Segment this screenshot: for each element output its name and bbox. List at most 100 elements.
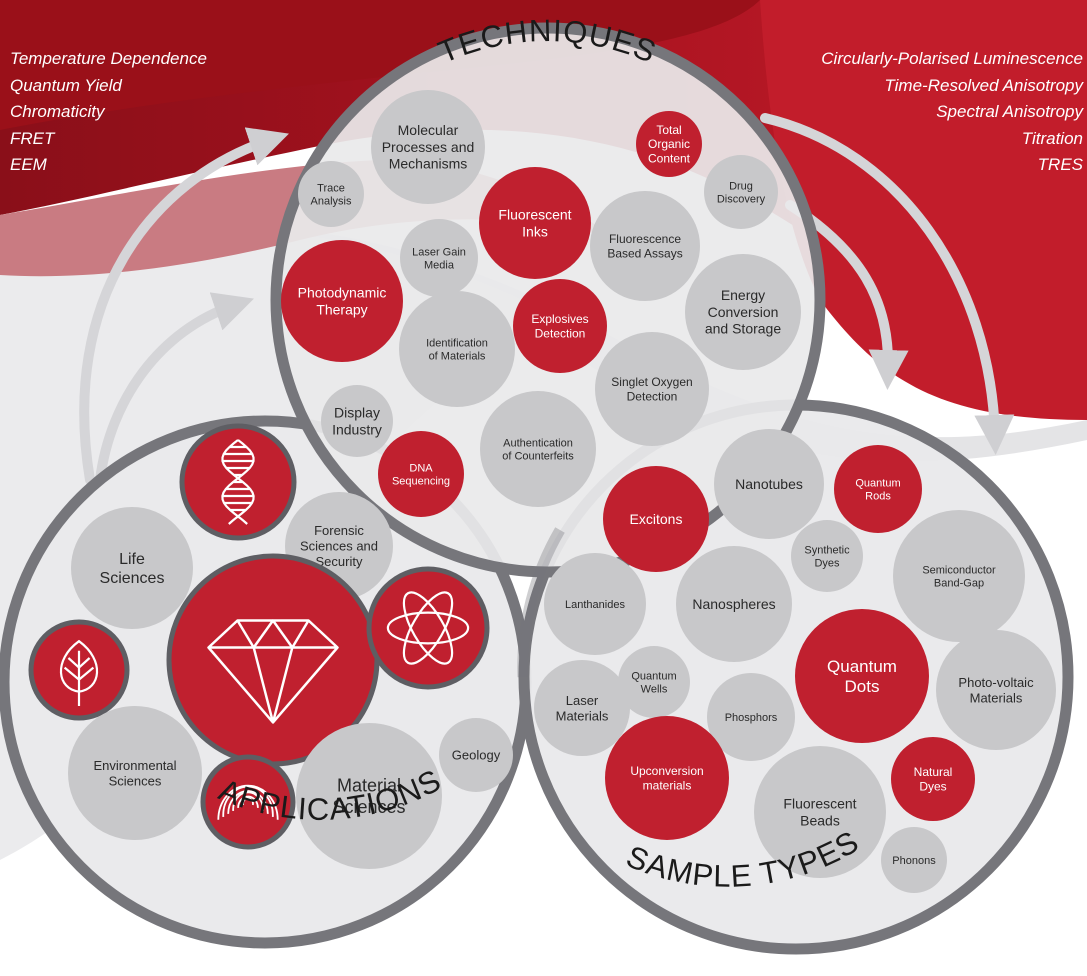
bubble-label-line: Fluorescent: [783, 796, 856, 812]
bubble-circle: [618, 646, 690, 718]
bubble-circle: [595, 332, 709, 446]
bubble-label-line: Quantum: [855, 477, 900, 489]
bubble-label-line: Dots: [845, 677, 880, 696]
bubble-circle: [366, 566, 490, 690]
bubble-circle: [936, 630, 1056, 750]
atom-bubble: [366, 566, 490, 690]
bubble-circle: [636, 111, 702, 177]
bubble-label-line: Sequencing: [392, 475, 450, 487]
bubble-label-line: Processes and: [382, 139, 475, 155]
bubble-label-line: Sciences: [100, 570, 165, 587]
bubble-circle: [590, 191, 700, 301]
bubble-label-line: Geology: [452, 748, 501, 763]
bubble-label-line: Conversion: [708, 304, 779, 320]
bubble-label: Nanospheres: [692, 596, 775, 612]
bubble-label-line: Rods: [865, 490, 891, 502]
bubble-label-line: and Storage: [705, 321, 781, 337]
bubble-circle: [795, 609, 929, 743]
right-list-item: Spectral Anisotropy: [936, 102, 1083, 121]
left-list-item: EEM: [10, 155, 47, 174]
bubble-label-line: of Counterfeits: [502, 450, 574, 462]
left-list-item: FRET: [10, 128, 55, 148]
bubble-circle: [513, 279, 607, 373]
bubble-label-line: Dyes: [919, 779, 946, 793]
bubble-label-line: Laser: [566, 693, 599, 708]
bubble-circle: [754, 746, 886, 878]
bubble-label-line: Detection: [627, 389, 678, 403]
bubble-label-line: Laser Gain: [412, 246, 466, 258]
bubble-circle: [714, 429, 824, 539]
bubble-label-line: Synthetic: [804, 544, 850, 556]
bubble-circle: [791, 520, 863, 592]
bubble-circle: [603, 466, 709, 572]
right-list-item: Circularly-Polarised Luminescence: [821, 49, 1083, 68]
bubble-label-line: Nanospheres: [692, 596, 775, 612]
bubble-circle: [298, 161, 364, 227]
bubble-label-line: DNA: [409, 462, 433, 474]
bubble-label-line: Band-Gap: [934, 578, 984, 590]
bubble-label: Phosphors: [725, 712, 778, 724]
bubble-label-line: Energy: [721, 287, 765, 303]
right-list-item: Titration: [1021, 128, 1083, 148]
bubble-label-line: Upconversion: [630, 764, 703, 778]
bubble-label-line: Analysis: [311, 195, 352, 207]
bubble-circle: [479, 167, 591, 279]
bubble-label-line: Quantum: [631, 670, 676, 682]
bubble-label-line: Quantum: [827, 657, 897, 676]
fingerprint-bubble: [200, 754, 296, 850]
bubble-label-line: Fluorescence: [609, 232, 681, 246]
bubble-label-line: Lanthanides: [565, 599, 625, 611]
bubble-label: Nanotubes: [735, 476, 803, 492]
bubble-label: Geology: [452, 748, 501, 763]
bubble-label-line: Phosphors: [725, 712, 778, 724]
left-list-item: Temperature Dependence: [10, 49, 207, 68]
arrow-applications-to-techniques-outer: [79, 127, 289, 485]
bubble-circle: [400, 219, 478, 297]
bubble-circle: [685, 254, 801, 370]
bubble-label-line: Excitons: [630, 511, 683, 527]
bubble-circle: [281, 240, 403, 362]
bubble-label: Excitons: [630, 511, 683, 527]
bubble-label-line: Based Assays: [607, 246, 682, 260]
bubble-circle: [891, 737, 975, 821]
bubble-label-line: Dyes: [814, 558, 840, 570]
bubble-label-line: Natural: [914, 765, 953, 779]
bubble-label: Lanthanides: [565, 599, 625, 611]
bubble-label-line: Identification: [426, 337, 488, 349]
bubble-label-line: Trace: [317, 182, 345, 194]
bubble-label-line: Fluorescent: [498, 207, 571, 223]
